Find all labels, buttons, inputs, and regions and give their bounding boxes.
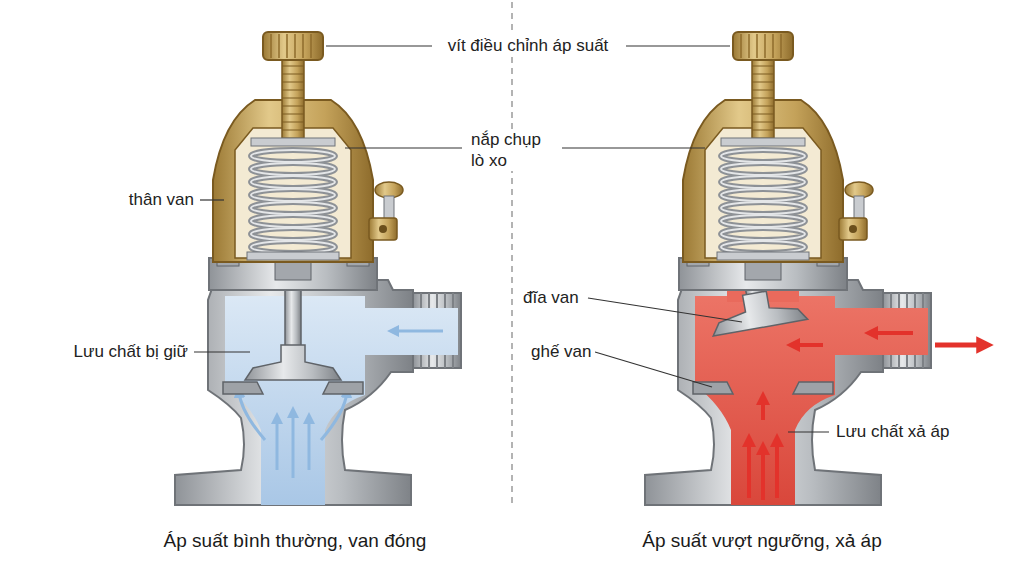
valve-bonnet xyxy=(679,32,873,290)
held-fluid xyxy=(225,296,458,505)
panel-caption: Áp suất bình thường, van đóng xyxy=(161,529,430,553)
valve-seat xyxy=(223,382,363,394)
leader-line xyxy=(595,352,712,387)
flow-arrows xyxy=(276,418,279,470)
flow-arrows xyxy=(308,418,311,470)
leader-line xyxy=(326,45,432,46)
valve-seat xyxy=(693,382,833,394)
leader-line xyxy=(562,147,705,148)
leader-line xyxy=(626,45,730,46)
open-valve xyxy=(645,32,985,505)
part-label: ghế van xyxy=(528,341,595,362)
leader-line xyxy=(200,199,224,200)
flow-arrows xyxy=(761,398,765,420)
flow-arrows xyxy=(747,440,751,498)
exit-arrow xyxy=(935,343,985,348)
flow-arrows xyxy=(761,448,765,500)
flow-arrows xyxy=(749,333,913,500)
valve-body xyxy=(175,280,461,505)
flow-arrows xyxy=(793,343,823,347)
flow-arrows xyxy=(775,440,779,498)
flow-arrows xyxy=(239,392,265,440)
flow-arrows xyxy=(393,330,443,333)
valve-bonnet xyxy=(209,32,403,290)
leader-line xyxy=(788,431,829,432)
part-label: vít điều chỉnh áp suất xyxy=(445,35,612,56)
flow-arrows xyxy=(292,412,295,478)
flow-arrows xyxy=(321,392,347,440)
panel-caption: Áp suất vượt ngưỡng, xả áp xyxy=(639,529,884,553)
state-label: Lưu chất bị giữ xyxy=(71,341,191,362)
leader-line xyxy=(194,351,250,352)
leader-line xyxy=(588,298,742,322)
flow-arrows xyxy=(239,331,443,478)
part-label: đĩa van xyxy=(520,287,582,308)
leader-lines xyxy=(194,46,829,432)
leader-line xyxy=(345,147,462,148)
closed-valve xyxy=(175,32,461,505)
part-label: thân van xyxy=(126,189,197,210)
state-label: Lưu chất xả áp xyxy=(833,421,952,442)
part-label: nắp chụp lò xo xyxy=(468,129,556,172)
panel-divider xyxy=(511,2,513,505)
flow-arrows xyxy=(871,331,913,335)
